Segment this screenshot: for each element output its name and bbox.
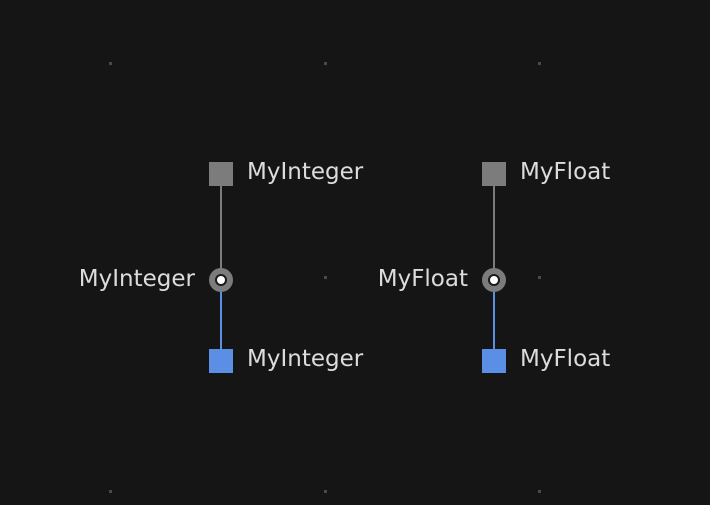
- junction-center-dot: [215, 274, 227, 286]
- junction-center-dot: [488, 274, 500, 286]
- integer-top-port-label: MyInteger: [247, 159, 364, 185]
- grid-dot: [324, 62, 327, 65]
- float-input-wire: [493, 185, 495, 270]
- integer-bottom-port-label: MyInteger: [247, 346, 364, 372]
- grid-dot: [324, 490, 327, 493]
- grid-dot: [538, 62, 541, 65]
- float-top-port[interactable]: [482, 162, 506, 186]
- grid-dot: [109, 490, 112, 493]
- grid-dot: [538, 490, 541, 493]
- integer-junction-knob[interactable]: [209, 268, 233, 292]
- float-junction-knob[interactable]: [482, 268, 506, 292]
- integer-bottom-port[interactable]: [209, 349, 233, 373]
- integer-output-wire: [220, 290, 222, 352]
- grid-dot: [109, 62, 112, 65]
- float-bottom-port[interactable]: [482, 349, 506, 373]
- grid-dot: [324, 276, 327, 279]
- float-bottom-port-label: MyFloat: [520, 346, 611, 372]
- float-junction-label: MyFloat: [377, 266, 468, 292]
- integer-junction-label: MyInteger: [78, 266, 195, 292]
- grid-dot: [538, 276, 541, 279]
- integer-input-wire: [220, 185, 222, 270]
- integer-top-port[interactable]: [209, 162, 233, 186]
- float-output-wire: [493, 290, 495, 352]
- float-top-port-label: MyFloat: [520, 159, 611, 185]
